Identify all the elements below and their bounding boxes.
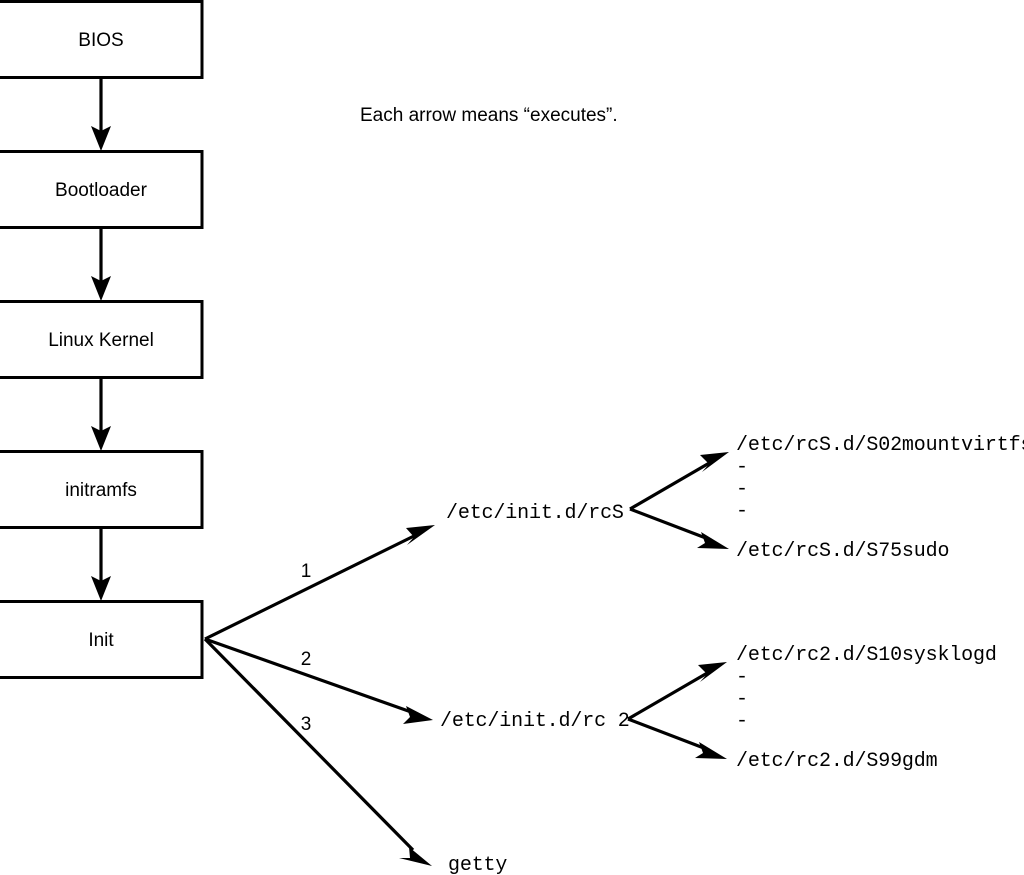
arrow-head-icon [697, 532, 729, 549]
arrow-head-icon [403, 706, 433, 724]
rcs-script-first: /etc/rcS.d/S02mountvirtfs [736, 434, 1024, 457]
init-label: Init [88, 630, 114, 651]
arrow-rc2-to-last-script [627, 717, 727, 759]
arrow-head-icon [700, 452, 729, 472]
linux-kernel-label: Linux Kernel [48, 330, 154, 351]
rcs-script-last: /etc/rcS.d/S75sudo [736, 540, 949, 563]
arrow-bootloader-to-kernel [91, 228, 111, 301]
rc2-script-first: /etc/rc2.d/S10sysklogd [736, 644, 997, 667]
arrow-rcs-to-first-script [629, 452, 729, 511]
node-linux-kernel[interactable]: Linux Kernel [0, 300, 204, 379]
arrow-init-to-rcs [204, 525, 435, 641]
arrow-rcs-to-last-script [629, 507, 729, 549]
bootloader-box[interactable] [0, 150, 204, 229]
legend-note: Each arrow means “executes”. [360, 105, 618, 126]
rc2-ellipsis-dash-1: - [736, 666, 748, 689]
init-box[interactable] [0, 600, 204, 679]
arrow-head-icon [91, 126, 111, 151]
arrow-kernel-to-initramfs [91, 378, 111, 451]
branch-number-2: 2 [301, 649, 312, 670]
arrow-rc2-to-first-script [627, 662, 727, 721]
rcs-ellipsis-dash-3: - [736, 500, 748, 523]
node-rcs-label[interactable]: /etc/init.d/rcS [446, 502, 624, 525]
branch-number-1: 1 [301, 561, 312, 582]
node-init[interactable]: Init [0, 600, 204, 679]
arrow-head-icon [406, 525, 435, 545]
bootloader-label: Bootloader [55, 180, 148, 201]
arrow-bios-to-bootloader [91, 78, 111, 151]
arrow-head-icon [399, 847, 432, 866]
rc2-ellipsis-dash-3: - [736, 710, 748, 733]
initramfs-label: initramfs [65, 480, 137, 501]
arrow-head-icon [91, 426, 111, 451]
arrow-head-icon [698, 662, 727, 682]
arrow-initramfs-to-init [91, 528, 111, 601]
rc2-ellipsis-dash-2: - [736, 688, 748, 711]
arrow-head-icon [91, 576, 111, 601]
branch-number-3: 3 [301, 714, 312, 735]
node-rc2-label[interactable]: /etc/init.d/rc 2 [440, 710, 630, 733]
node-bootloader[interactable]: Bootloader [0, 150, 204, 229]
arrow-init-to-getty [203, 637, 432, 866]
rc2-script-last: /etc/rc2.d/S99gdm [736, 750, 937, 773]
bios-label: BIOS [78, 30, 123, 51]
rcs-ellipsis-dash-2: - [736, 478, 748, 501]
arrow-head-icon [91, 276, 111, 301]
node-initramfs[interactable]: initramfs [0, 450, 204, 529]
rcs-ellipsis-dash-1: - [736, 456, 748, 479]
node-getty-label[interactable]: getty [448, 854, 508, 875]
node-bios[interactable]: BIOS [0, 0, 204, 79]
arrow-init-to-rc2 [204, 637, 433, 724]
arrow-head-icon [695, 742, 727, 759]
linux-kernel-box[interactable] [0, 300, 204, 379]
initramfs-box[interactable] [0, 450, 204, 529]
bios-box[interactable] [0, 0, 204, 79]
